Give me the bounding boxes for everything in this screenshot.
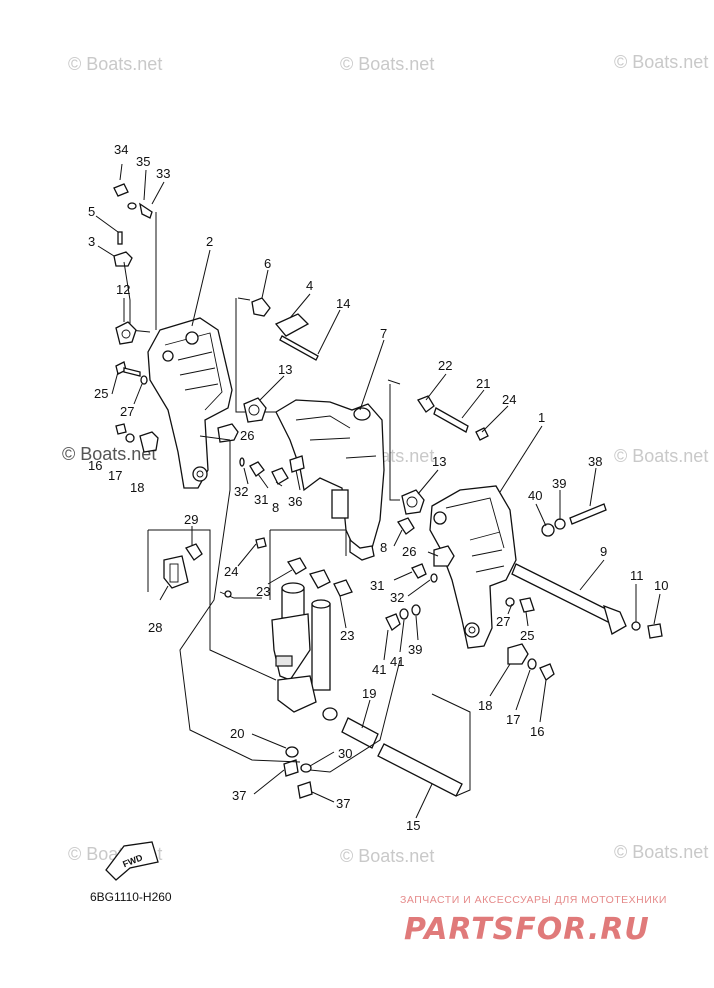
callout-label: 37 [336, 796, 350, 811]
leader-lines [95, 163, 661, 819]
bushings-lower [255, 537, 353, 597]
callout-label: 31 [370, 578, 384, 593]
callout-label: 5 [88, 204, 95, 219]
callout-label: 10 [654, 578, 668, 593]
pins-upper-right [389, 384, 489, 501]
watermark: © Boats.net [340, 846, 434, 866]
callout-label: 40 [528, 488, 542, 503]
callout-label: 2 [206, 234, 213, 249]
watermark: © Boats.net [68, 54, 162, 74]
top-left-small-parts [113, 183, 157, 345]
callout-label: 23 [340, 628, 354, 643]
watermark: © Boats.net [614, 842, 708, 862]
watermark: © Boats.net [614, 446, 708, 466]
tilt-cylinder [219, 582, 338, 721]
bushings-left [217, 397, 267, 443]
callout-label: 1 [538, 410, 545, 425]
callout-label: 8 [272, 500, 279, 515]
shop-tagline: ЗАПЧАСТИ И АКСЕССУАРЫ ДЛЯ МОТОТЕХНИКИ [400, 894, 667, 906]
watermark: © Boats.net [614, 52, 708, 72]
bolt-far-right [541, 503, 607, 537]
callout-label: 6 [264, 256, 271, 271]
callout-label: 27 [496, 614, 510, 629]
callout-label: 4 [306, 278, 313, 293]
callout-label: 32 [234, 484, 248, 499]
small-parts-right [397, 517, 455, 567]
callout-label: 27 [120, 404, 134, 419]
callout-label: 28 [148, 620, 162, 635]
callout-label: 14 [336, 296, 350, 311]
swivel-bracket [275, 399, 385, 561]
callout-label: 25 [94, 386, 108, 401]
callout-label: 36 [288, 494, 302, 509]
left-fasteners [115, 361, 159, 453]
fwd-arrow-icon: FWD [105, 841, 159, 881]
watermark: © Boats.net [62, 444, 156, 464]
callout-label: 17 [108, 468, 122, 483]
callouts: 34 35 33 5 3 2 6 4 14 12 25 27 13 7 22 2… [88, 142, 668, 833]
callout-label: 18 [130, 480, 144, 495]
callout-label: 8 [380, 540, 387, 555]
pins-upper [235, 297, 319, 413]
left-clamp-bracket [147, 317, 233, 489]
diagram-code: 6BG1110-H260 [90, 890, 172, 904]
right-lower-fasteners [385, 563, 555, 681]
callout-label: 20 [230, 726, 244, 741]
callout-label: 24 [224, 564, 238, 579]
callout-label: 15 [406, 818, 420, 833]
callout-label: 23 [256, 584, 270, 599]
callout-label: 11 [630, 568, 644, 583]
callout-label: 7 [380, 326, 387, 341]
bracket-clip [163, 543, 203, 589]
lower-shafts [341, 717, 463, 797]
callout-label: 26 [240, 428, 254, 443]
callout-label: 41 [390, 654, 404, 669]
callout-label: 30 [338, 746, 352, 761]
small-parts-mid [239, 455, 305, 485]
callout-label: 13 [278, 362, 292, 377]
callout-label: 12 [116, 282, 130, 297]
callout-label: 18 [478, 698, 492, 713]
callout-label: 38 [588, 454, 602, 469]
bottom-fasteners [283, 746, 313, 799]
callout-label: 34 [114, 142, 128, 157]
callout-label: 17 [506, 712, 520, 727]
callout-label: 39 [408, 642, 422, 657]
callout-label: 32 [390, 590, 404, 605]
watermarks: © Boats.net © Boats.net © Boats.net © Bo… [62, 52, 708, 866]
bushing-right [401, 489, 425, 515]
shop-logo: PARTSFOR.RU [404, 912, 650, 947]
watermark: © Boats.net [340, 54, 434, 74]
callout-label: 41 [372, 662, 386, 677]
callout-label: 24 [502, 392, 516, 407]
callout-label: 25 [520, 628, 534, 643]
callout-label: 39 [552, 476, 566, 491]
callout-label: 35 [136, 154, 150, 169]
callout-label: 3 [88, 234, 95, 249]
callout-label: 29 [184, 512, 198, 527]
callout-label: 33 [156, 166, 170, 181]
callout-label: 16 [530, 724, 544, 739]
callout-label: 22 [438, 358, 452, 373]
callout-label: 21 [476, 376, 490, 391]
callout-label: 16 [88, 458, 102, 473]
tilt-tube [511, 563, 663, 639]
callout-label: 26 [402, 544, 416, 559]
callout-label: 37 [232, 788, 246, 803]
callout-label: 9 [600, 544, 607, 559]
callout-label: 13 [432, 454, 446, 469]
callout-label: 31 [254, 492, 268, 507]
callout-label: 19 [362, 686, 376, 701]
